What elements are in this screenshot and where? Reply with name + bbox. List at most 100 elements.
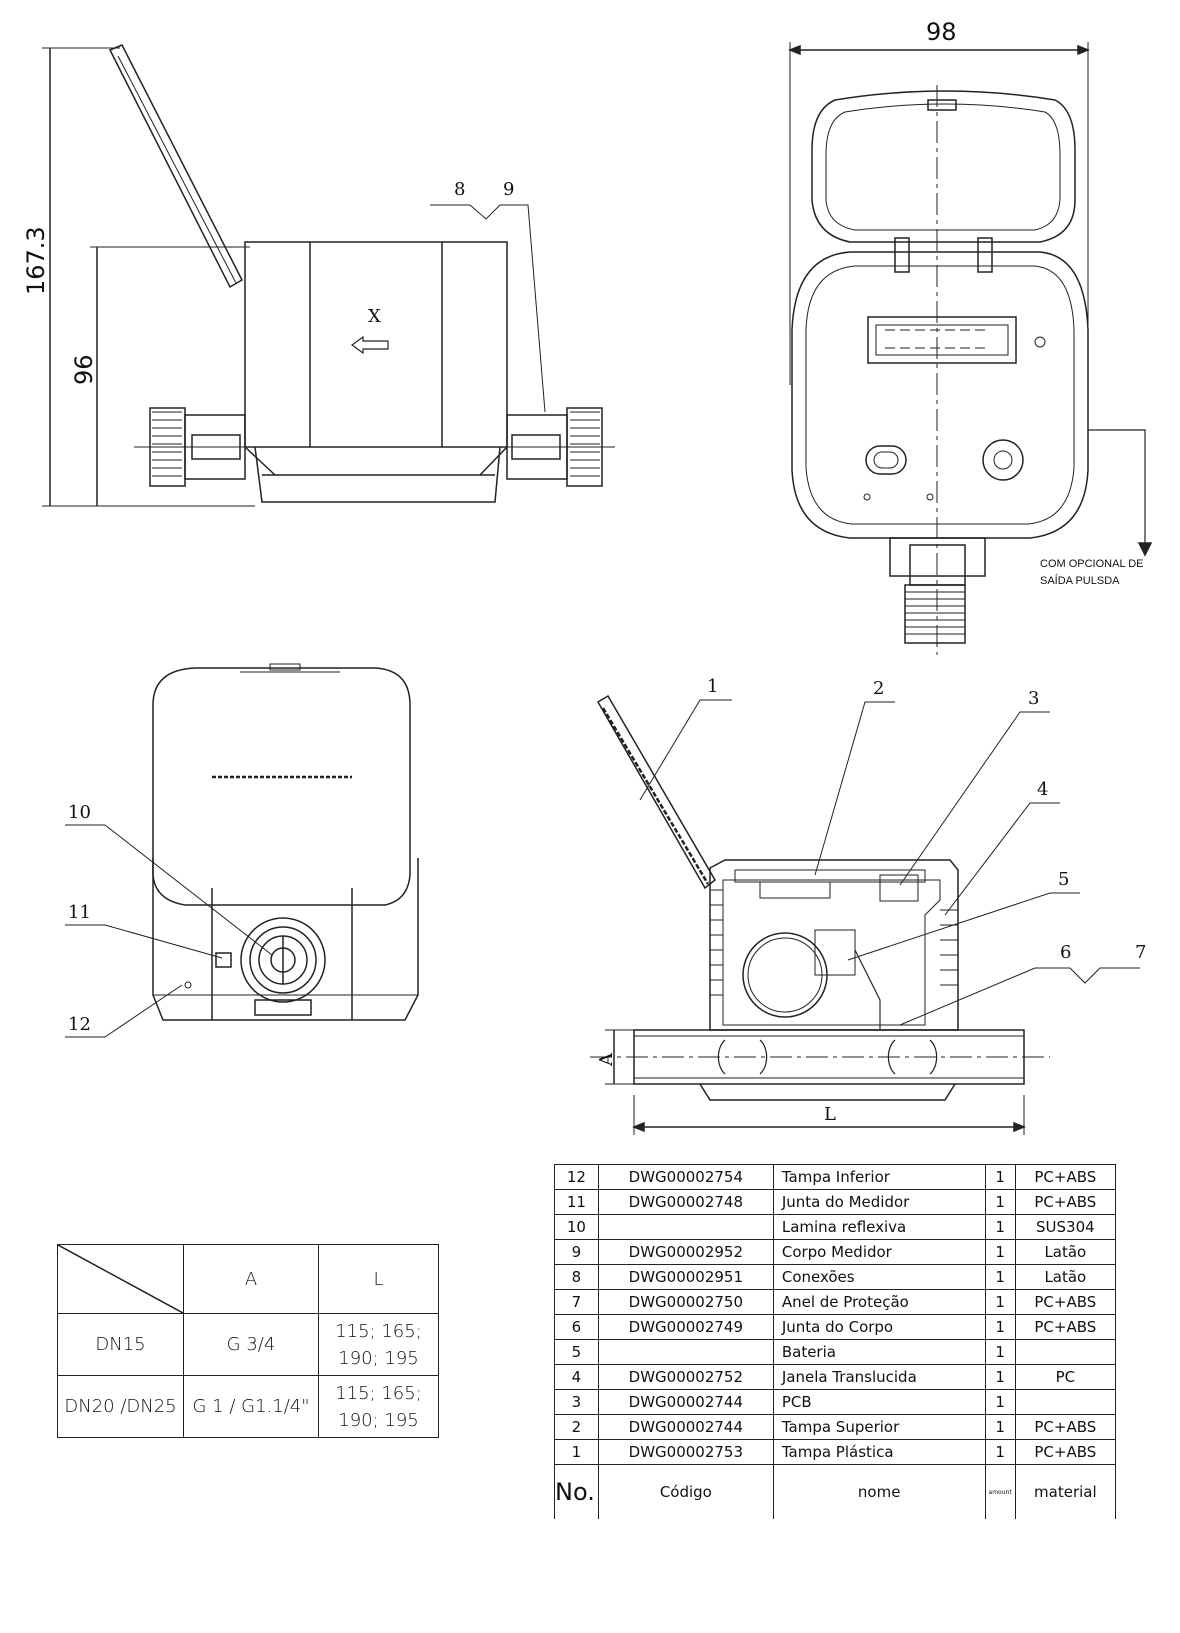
part-code: DWG00002754 <box>597 1164 774 1190</box>
callout-2: 2 <box>873 678 884 699</box>
size-table-dn: DN20 /DN25 <box>57 1375 184 1438</box>
callout-6: 6 <box>1060 942 1071 963</box>
size-table-a: G 1 / G1.1/4" <box>183 1375 319 1438</box>
size-table-corner <box>57 1244 184 1314</box>
callout-11: 11 <box>68 902 91 923</box>
part-qty: 1 <box>984 1439 1016 1465</box>
part-code: DWG00002752 <box>597 1364 774 1390</box>
part-qty: 1 <box>984 1214 1016 1240</box>
size-table-l-line: 190; 195 <box>338 1409 419 1431</box>
part-code: DWG00002749 <box>597 1314 774 1340</box>
part-qty: 1 <box>984 1289 1016 1315</box>
header-amount: amount <box>984 1464 1016 1519</box>
callout-9: 9 <box>503 179 514 200</box>
part-no: 9 <box>554 1239 599 1265</box>
part-code: DWG00002951 <box>597 1264 774 1290</box>
part-code: DWG00002748 <box>597 1189 774 1215</box>
callout-12: 12 <box>68 1014 91 1035</box>
size-table-header-l: L <box>318 1244 439 1314</box>
part-no: 7 <box>554 1289 599 1315</box>
callout-4: 4 <box>1037 779 1048 800</box>
part-material: Latão <box>1014 1264 1117 1290</box>
header-name: nome <box>772 1464 986 1519</box>
part-qty: 1 <box>984 1414 1016 1440</box>
part-material: PC+ABS <box>1014 1314 1117 1340</box>
header-no: No. <box>554 1464 599 1519</box>
callout-3: 3 <box>1028 688 1039 709</box>
part-name: Tampa Inferior <box>772 1164 986 1190</box>
part-code: DWG00002744 <box>597 1389 774 1415</box>
part-name: PCB <box>772 1389 986 1415</box>
part-code: DWG00002753 <box>597 1439 774 1465</box>
diagonal-line <box>58 1245 183 1313</box>
part-no: 12 <box>554 1164 599 1190</box>
part-qty: 1 <box>984 1164 1016 1190</box>
part-material: PC+ABS <box>1014 1414 1117 1440</box>
part-qty: 1 <box>984 1314 1016 1340</box>
part-material: PC+ABS <box>1014 1289 1117 1315</box>
part-name: Anel de Proteção <box>772 1289 986 1315</box>
part-qty: 1 <box>984 1389 1016 1415</box>
part-code <box>597 1339 774 1365</box>
dim-height-total: 167.3 <box>22 226 50 295</box>
part-name: Corpo Medidor <box>772 1239 986 1265</box>
part-code: DWG00002952 <box>597 1239 774 1265</box>
callout-10: 10 <box>68 802 91 823</box>
part-qty: 1 <box>984 1264 1016 1290</box>
size-table-header-a: A <box>183 1244 319 1314</box>
part-name: Bateria <box>772 1339 986 1365</box>
part-no: 11 <box>554 1189 599 1215</box>
header-code: Código <box>597 1464 774 1519</box>
part-material: Latão <box>1014 1239 1117 1265</box>
dim-a-label: A <box>596 1052 617 1067</box>
part-material: SUS304 <box>1014 1214 1117 1240</box>
part-code <box>597 1214 774 1240</box>
size-table-l-line: 115; 165; <box>335 1382 422 1404</box>
size-table-l: 115; 165; 190; 195 <box>318 1375 439 1438</box>
part-name: Lamina reflexiva <box>772 1214 986 1240</box>
part-name: Conexões <box>772 1264 986 1290</box>
part-qty: 1 <box>984 1339 1016 1365</box>
part-name: Tampa Superior <box>772 1414 986 1440</box>
pulse-note-line2: SAÍDA PULSDA <box>1040 574 1120 587</box>
part-code: DWG00002744 <box>597 1414 774 1440</box>
parts-table-header: No. Código nome amount material <box>554 1464 1117 1519</box>
size-table-l-line: 115; 165; <box>335 1320 422 1342</box>
part-material: PC+ABS <box>1014 1164 1117 1190</box>
top-view: 98 COM OPCIONAL DE SAÍDA PULSDA <box>787 18 1153 655</box>
part-no: 5 <box>554 1339 599 1365</box>
part-name: Tampa Plástica <box>772 1439 986 1465</box>
pulse-note-line1: COM OPCIONAL DE <box>1040 558 1144 570</box>
part-material <box>1014 1339 1117 1365</box>
part-material: PC+ABS <box>1014 1189 1117 1215</box>
part-qty: 1 <box>984 1189 1016 1215</box>
part-material: PC <box>1014 1364 1117 1390</box>
size-table-a: G 3/4 <box>183 1313 319 1376</box>
part-material: PC+ABS <box>1014 1439 1117 1465</box>
part-qty: 1 <box>984 1239 1016 1265</box>
side-view: 167.3 96 X 8 9 <box>22 44 615 507</box>
dim-height-body: 96 <box>70 354 98 385</box>
callout-1: 1 <box>707 676 718 697</box>
callout-7: 7 <box>1135 942 1146 963</box>
part-no: 6 <box>554 1314 599 1340</box>
flow-label: X <box>368 306 381 327</box>
part-no: 1 <box>554 1439 599 1465</box>
header-material: material <box>1014 1464 1117 1519</box>
part-no: 4 <box>554 1364 599 1390</box>
part-material <box>1014 1389 1117 1415</box>
size-table: A L DN15 G 3/4 115; 165; 190; 195 DN20 /… <box>57 1244 439 1438</box>
part-name: Junta do Medidor <box>772 1189 986 1215</box>
size-table-l: 115; 165; 190; 195 <box>318 1313 439 1376</box>
